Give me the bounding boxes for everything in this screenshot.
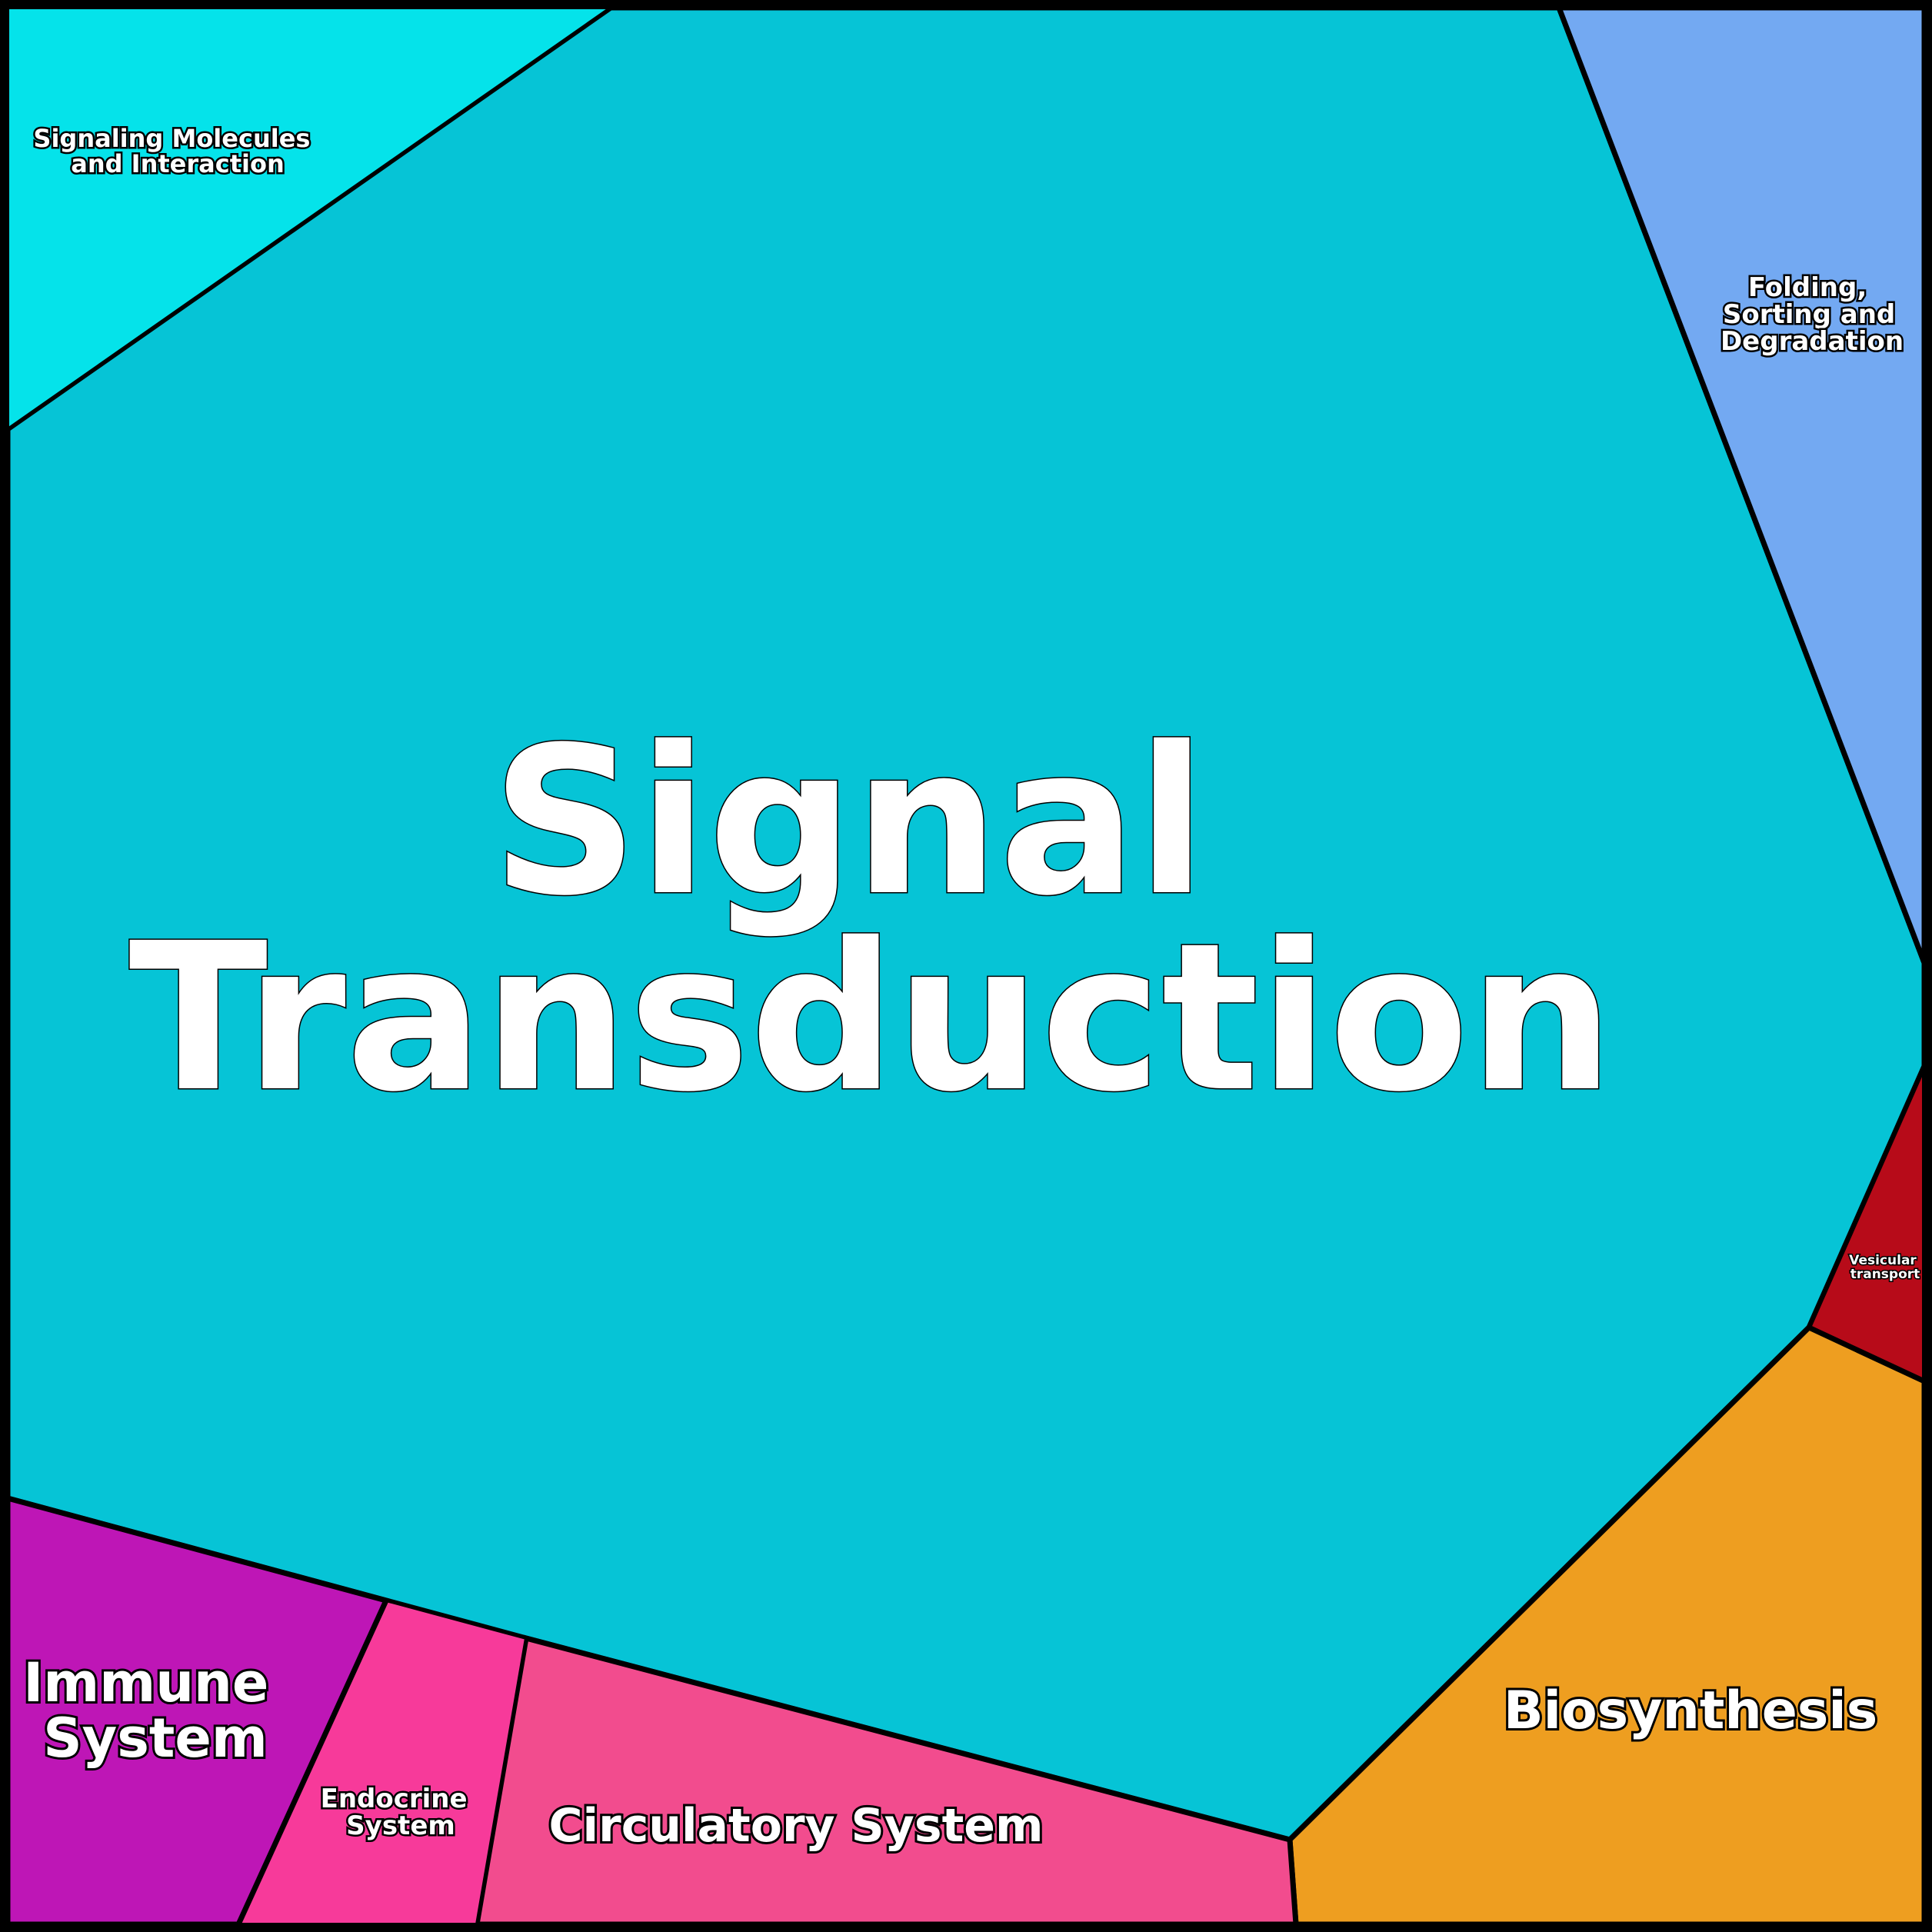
cell-signaling-molecules[interactable] — [6, 6, 616, 432]
label-endocrine-system: Endocrine System — [321, 1784, 477, 1841]
label-immune-system: Immune System — [23, 1651, 287, 1770]
label-signal-transduction: Signal Transduction — [128, 704, 1614, 1137]
label-folding-sorting: Folding, Sorting and Degradation — [1720, 272, 1904, 357]
label-circulatory-system: Circulatory System — [549, 1799, 1044, 1853]
cell-biosynthesis[interactable] — [1287, 1324, 1927, 1927]
label-signaling-molecules: Signaling Molecules and Interaction — [33, 124, 318, 178]
label-biosynthesis: Biosynthesis — [1504, 1681, 1877, 1741]
cell-folding-sorting[interactable] — [1554, 5, 1927, 964]
cell-immune-system[interactable] — [5, 1494, 390, 1927]
label-vesicular-transport: Vesicular transport — [1849, 1253, 1921, 1282]
